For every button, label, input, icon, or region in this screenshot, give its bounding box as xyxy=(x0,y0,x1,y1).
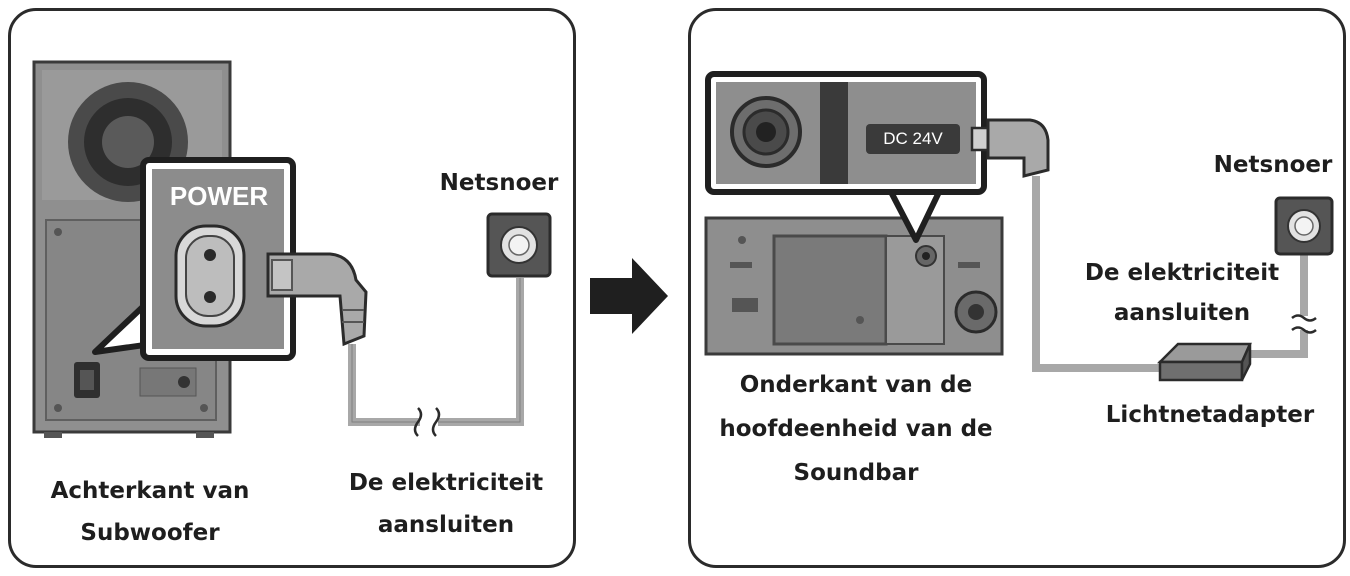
step-arrow-icon xyxy=(590,258,668,334)
wall-outlet-right xyxy=(1274,196,1334,256)
connect-label-right-1: De elektriciteit xyxy=(1084,260,1280,286)
device-caption-left-1: Achterkant van xyxy=(50,478,250,504)
adapter-label: Lichtnetadapter xyxy=(1105,402,1315,428)
power-inset xyxy=(140,157,296,361)
device-caption-right-1: Onderkant van de xyxy=(739,372,973,398)
outlet-label-left: Netsnoer xyxy=(439,170,559,196)
connect-label-left-2: aansluiten xyxy=(377,512,515,538)
dc-cable xyxy=(1032,176,1168,372)
power-label: POWER xyxy=(169,181,269,211)
connect-label-left-1: De elektriciteit xyxy=(348,470,544,496)
dc-port-label: DC 24V xyxy=(883,129,943,148)
dc-inset xyxy=(705,71,987,195)
device-caption-right-3: Soundbar xyxy=(793,460,919,486)
outlet-label-right: Netsnoer xyxy=(1213,152,1333,178)
right-panel xyxy=(688,8,1346,568)
dc-label-badge xyxy=(866,124,960,154)
power-cable-left xyxy=(348,278,524,426)
power-plug xyxy=(266,252,368,347)
subwoofer-back xyxy=(32,60,232,438)
device-caption-left-2: Subwoofer xyxy=(80,520,220,546)
dc-plug xyxy=(970,118,1050,178)
power-adapter xyxy=(1156,342,1252,382)
cable-break-mark-right xyxy=(1291,314,1317,334)
wall-outlet-left xyxy=(486,212,552,278)
soundbar-bottom xyxy=(704,216,1004,356)
device-caption-right-2: hoofdeenheid van de xyxy=(719,416,993,442)
connect-label-right-2: aansluiten xyxy=(1113,300,1251,326)
cable-break-mark xyxy=(413,407,441,437)
